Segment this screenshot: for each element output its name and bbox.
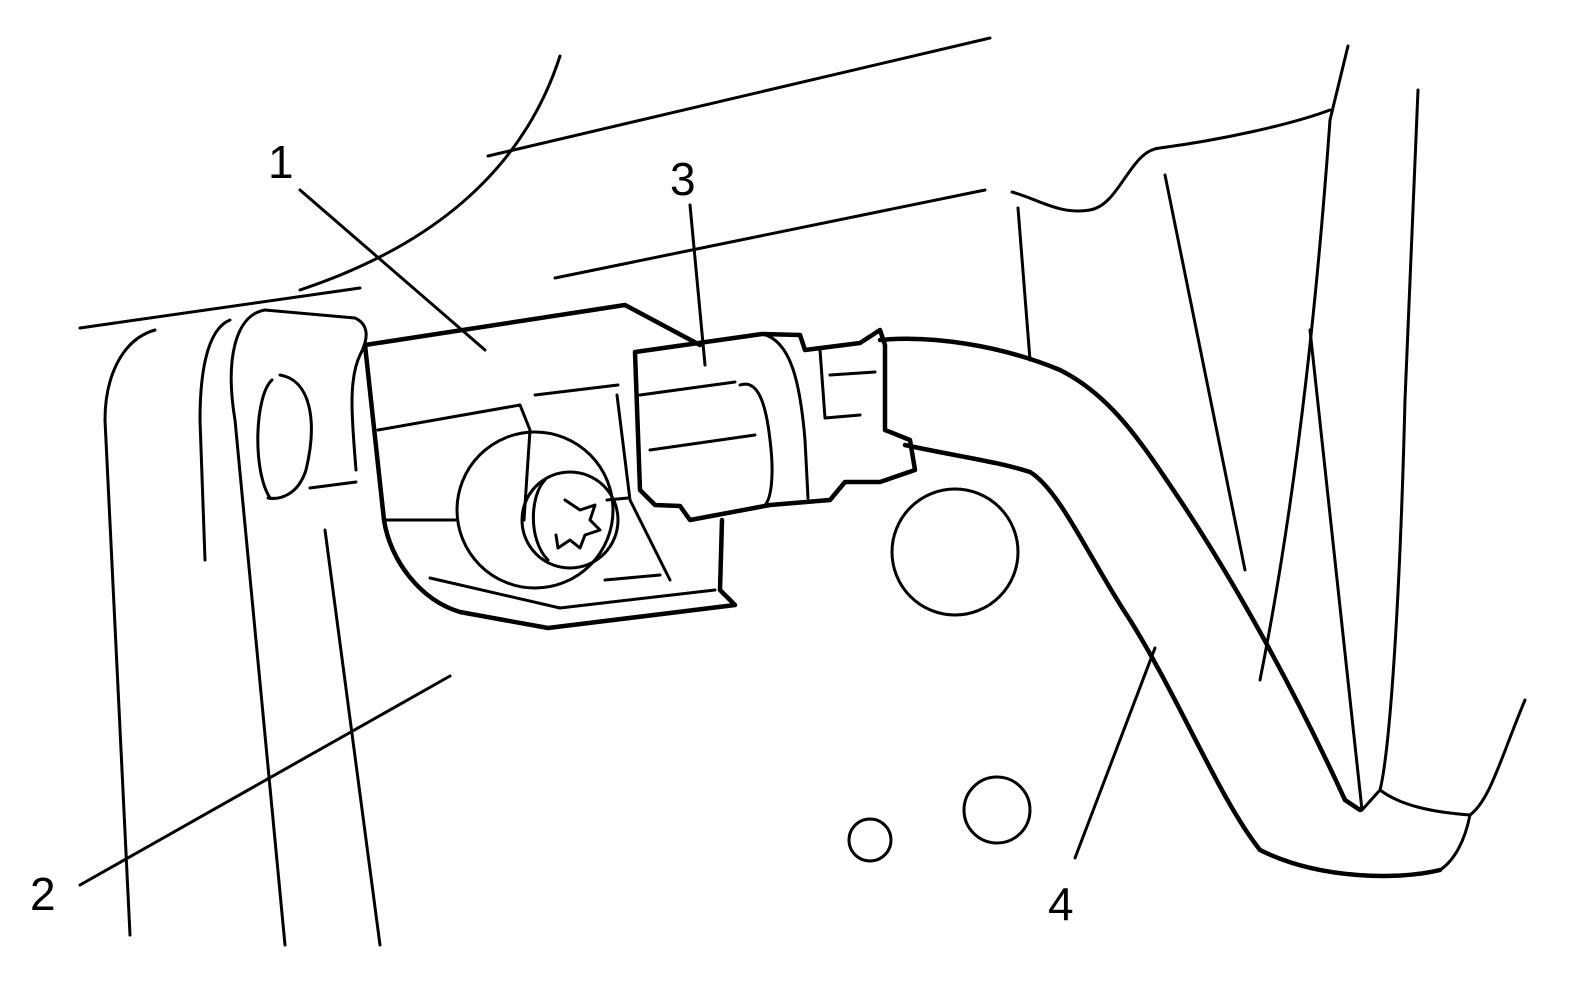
callout-3: 3 — [670, 153, 696, 205]
callout-4: 4 — [1048, 878, 1074, 930]
mounting-bracket — [103, 308, 1032, 947]
leader-lines — [78, 188, 1157, 887]
callout-1: 1 — [268, 136, 294, 188]
background-structure — [78, 36, 1527, 872]
callout-2: 2 — [30, 868, 56, 920]
sensor-body — [362, 302, 738, 631]
electrical-connector — [632, 327, 918, 523]
wiring-harness — [877, 336, 1443, 879]
